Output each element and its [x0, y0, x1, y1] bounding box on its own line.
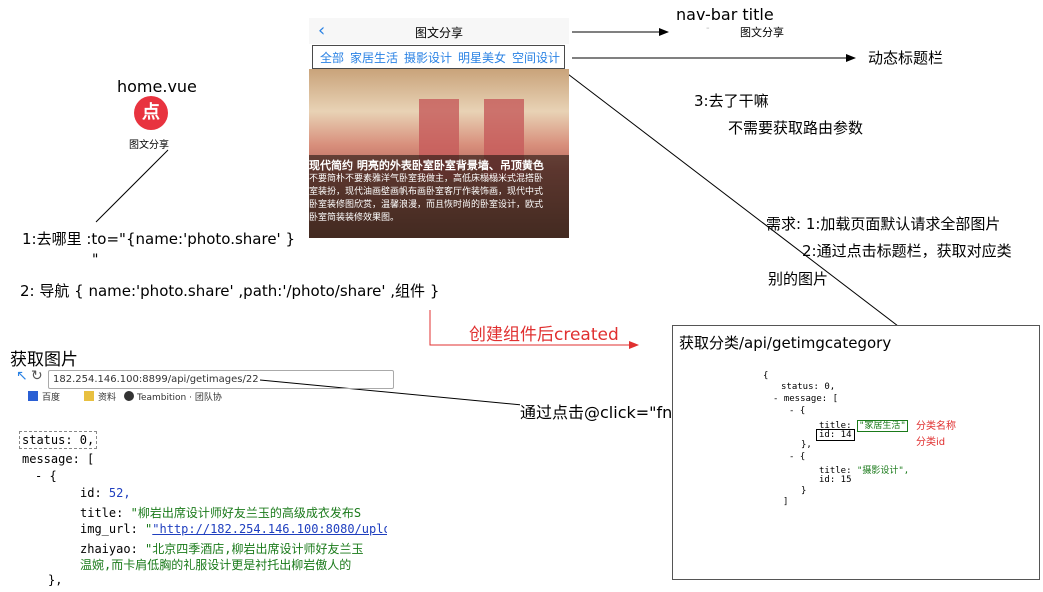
bookmark-baidu[interactable]: 百度 [42, 393, 61, 403]
get-images-label: 获取图片 [10, 350, 78, 370]
home-to-step1-line [95, 149, 169, 223]
reload-icon[interactable]: ↻ [31, 368, 43, 384]
tab-all[interactable]: 全部 [320, 51, 345, 65]
cursor-icon: ↖ [16, 368, 28, 384]
nav-title: 图文分享 [414, 26, 463, 40]
cat2-title: title: "摄影设计", [819, 466, 910, 476]
bookmarks-bar: 百度 资料 Teambition · 团队协 [14, 388, 387, 405]
click-fn-label: 通过点击@click="fn(id) [520, 399, 700, 423]
dynamic-title-label: 动态标题栏 [868, 49, 944, 67]
json-message: message: [ [22, 452, 95, 466]
phone-screenshot: ‹ 图文分享 全部 家居生活 摄影设计 明星美女 空间设计 现代简约 明亮的外表… [309, 18, 569, 238]
note-category-id: 分类id [916, 437, 946, 448]
url-input[interactable]: 182.254.146.100:8899/api/getimages/22 [48, 370, 394, 389]
photo-title: 现代简约 明亮的外表卧室卧室背景墙、吊顶黄色 [309, 159, 544, 172]
json-img-url: img_url: ""http://182.254.146.100:8080/u… [80, 522, 387, 536]
json-title: title: "柳岩出席设计师好友兰玉的高级成衣发布S [80, 506, 362, 520]
bookmark-teambition[interactable]: Teambition · 团队协 [137, 393, 222, 403]
created-arrow [429, 310, 639, 349]
category-heading: 获取分类/api/getimgcategory [679, 334, 892, 352]
cat2-id: id: 15 [819, 475, 852, 485]
folder-icon [84, 391, 94, 401]
teambition-icon [124, 391, 134, 401]
home-icon-label: 图文分享 [129, 140, 169, 151]
created-label: 创建组件后created [469, 325, 619, 345]
chevron-left-icon[interactable]: ‹ [318, 20, 326, 41]
json-status: status: 0, [19, 431, 98, 449]
requirement-2: 2:通过点击标题栏，获取对应类 [802, 242, 1012, 260]
json-zhaiyao: zhaiyao: "北京四季酒店,柳岩出席设计师好友兰玉 [80, 542, 364, 556]
navbar-sub: 图文分享 [740, 26, 784, 39]
step2-label: 2: 导航 { name:'photo.share' ,path:'/photo… [20, 282, 440, 300]
photo-share-icon[interactable]: 点 [134, 96, 168, 130]
json-id: id: 52, [80, 486, 131, 500]
cat1-id: id: 14 [816, 429, 855, 441]
navbar-label: nav-bar title [676, 5, 774, 24]
baidu-icon [28, 391, 38, 401]
nav-bar: ‹ 图文分享 [309, 18, 569, 44]
tab-photography[interactable]: 摄影设计 [404, 51, 453, 65]
bookmark-docs[interactable]: 资料 [98, 393, 117, 403]
tab-to-category-line [559, 67, 899, 327]
step3-detail: 不需要获取路由参数 [728, 119, 864, 137]
home-vue-label: home.vue [117, 77, 197, 96]
tab-space-design[interactable]: 空间设计 [512, 51, 561, 65]
category-tabs: 全部 家居生活 摄影设计 明星美女 空间设计 [312, 45, 565, 69]
step3-label: 3:去了干嘛 [694, 92, 769, 110]
photo-card[interactable]: 现代简约 明亮的外表卧室卧室背景墙、吊顶黄色 不要简朴不要素雅洋气卧室我做主，高… [309, 69, 569, 238]
cat1-title: title: "家居生活" [819, 420, 908, 432]
tab-stars[interactable]: 明星美女 [458, 51, 507, 65]
category-api-panel: 获取分类/api/getimgcategory { status: 0, - m… [672, 325, 1040, 580]
tab-home-life[interactable]: 家居生活 [350, 51, 399, 65]
requirement-1: 需求: 1:加载页面默认请求全部图片 [766, 215, 1001, 233]
photo-summary: 不要简朴不要素雅洋气卧室我做主，高低床榻榻米式混搭卧 室装扮，现代油画壁画帆布画… [309, 174, 544, 223]
note-category-name: 分类名称 [916, 421, 956, 432]
step1-label: 1:去哪里 :to="{name:'photo.share' } [22, 230, 295, 248]
requirement-2-cont: 别的图片 [768, 270, 829, 288]
browser-bar: ↖ ↻ 182.254.146.100:8899/api/getimages/2… [14, 368, 394, 408]
